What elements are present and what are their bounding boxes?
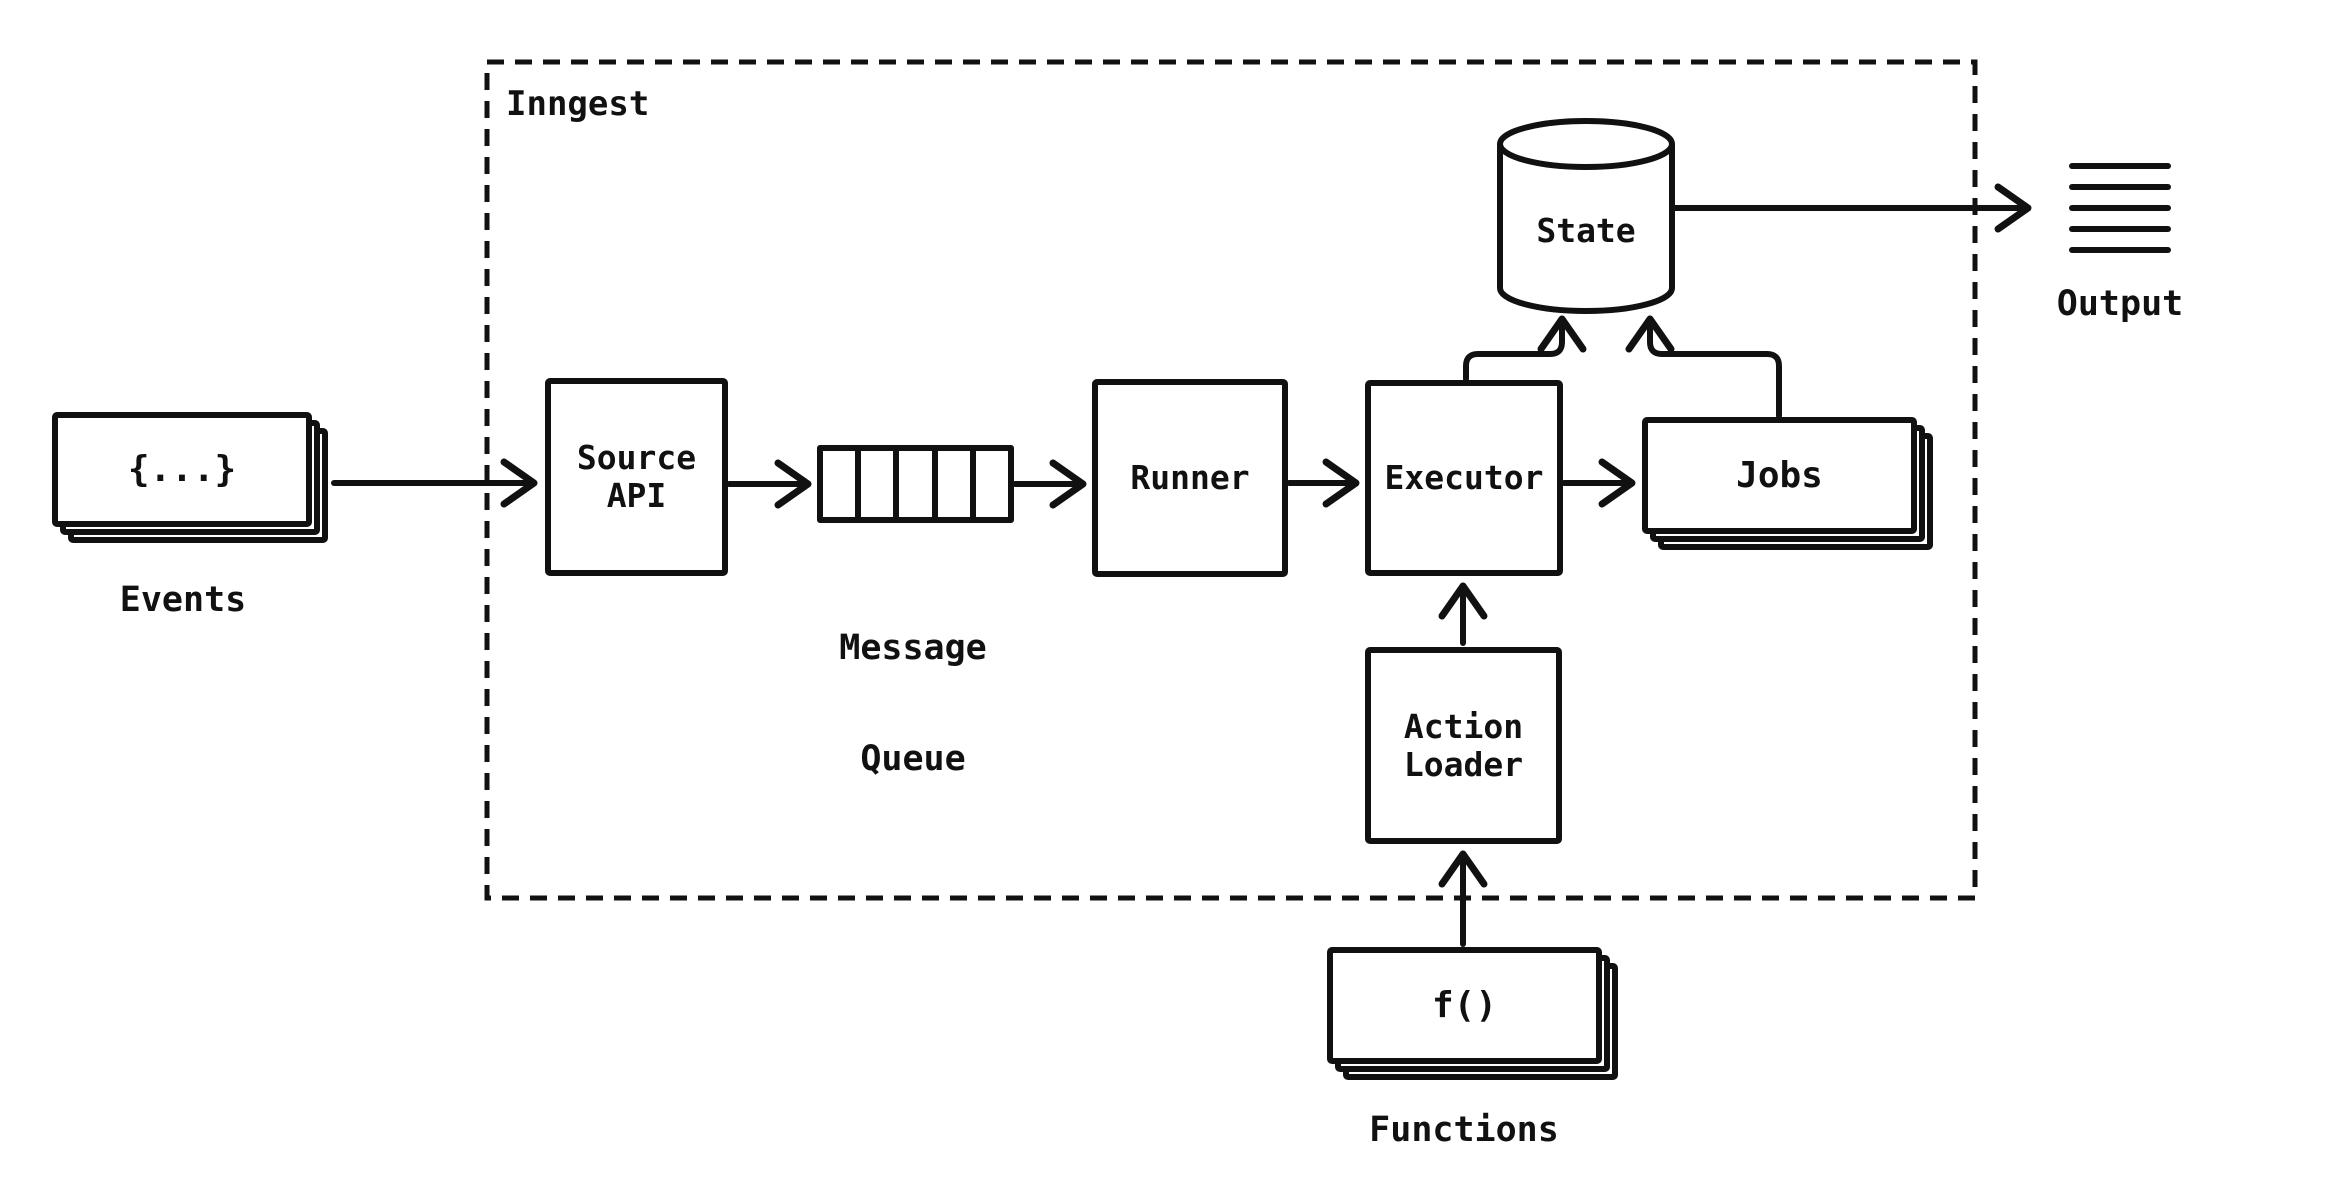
queue-cell	[976, 451, 1008, 517]
queue-cell	[938, 451, 976, 517]
runner-label: Runner	[1130, 458, 1250, 498]
executor-box: Executor	[1365, 380, 1563, 576]
action-loader-label-line2: Loader	[1403, 744, 1524, 784]
events-box-text: {...}	[127, 448, 237, 490]
functions-box-text: f()	[1431, 984, 1498, 1026]
message-queue-caption-line1: Message	[839, 628, 987, 669]
output-caption: Output	[2056, 284, 2184, 324]
output-icon	[2069, 163, 2171, 253]
jobs-label: Jobs	[1736, 454, 1823, 496]
boundary-label: Inngest	[506, 84, 650, 124]
functions-stack: f()	[1327, 947, 1602, 1064]
source-api-label-line2: API	[606, 476, 667, 515]
runner-box: Runner	[1092, 379, 1288, 577]
message-queue-caption: Message Queue	[839, 556, 987, 853]
queue-cell	[823, 451, 862, 517]
source-api-box: Source API	[545, 378, 728, 576]
jobs-stack: Jobs	[1642, 417, 1917, 534]
queue-cell	[899, 451, 938, 517]
state-label: State	[1536, 211, 1636, 250]
state-cylinder	[1497, 118, 1675, 314]
action-loader-label-line1: Action	[1403, 706, 1524, 746]
message-queue-caption-line2: Queue	[860, 739, 966, 780]
edge-jobs-to-state	[1625, 315, 1782, 419]
events-caption: Events	[119, 580, 247, 620]
source-api-label-line1: Source	[576, 438, 697, 478]
edge-executor-to-state	[1463, 315, 1587, 382]
functions-caption: Functions	[1369, 1110, 1559, 1150]
action-loader-box: Action Loader	[1365, 647, 1562, 844]
message-queue-box	[817, 445, 1014, 523]
events-stack: {...}	[52, 412, 312, 527]
executor-label: Executor	[1384, 458, 1544, 498]
queue-cell	[861, 451, 900, 517]
